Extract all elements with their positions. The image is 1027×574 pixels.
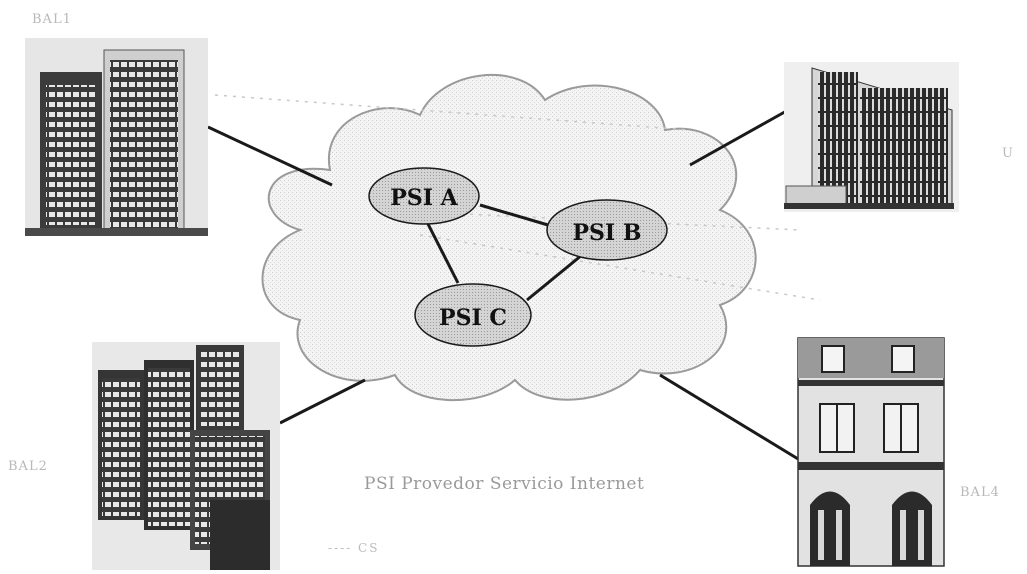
psi-node-c-label: PSI C bbox=[439, 305, 507, 331]
site-label-bottom-left: BAL2 bbox=[8, 459, 48, 474]
psi-node-b: PSI B bbox=[547, 200, 667, 260]
diagram-caption: PSI Provedor Servicio Internet bbox=[364, 474, 744, 494]
site-label-top-left: BAL1 bbox=[32, 12, 72, 27]
link-bottom-right bbox=[660, 375, 808, 465]
link-bottom-left bbox=[280, 380, 365, 423]
building-top-left bbox=[25, 38, 208, 236]
psi-node-a-label: PSI A bbox=[390, 185, 458, 211]
link-top-left bbox=[208, 127, 332, 185]
site-label-bottom-right: BAL4 bbox=[960, 485, 1000, 500]
diagram-footnote: ---- CS bbox=[328, 541, 379, 555]
building-bottom-right bbox=[798, 338, 944, 566]
building-top-right bbox=[784, 62, 959, 212]
building-bottom-left bbox=[92, 342, 280, 570]
psi-node-b-label: PSI B bbox=[573, 220, 642, 246]
internet-cloud bbox=[263, 75, 756, 400]
site-label-top-right: U bbox=[1002, 146, 1014, 161]
psi-node-a: PSI A bbox=[369, 168, 479, 224]
psi-node-c: PSI C bbox=[415, 284, 531, 346]
